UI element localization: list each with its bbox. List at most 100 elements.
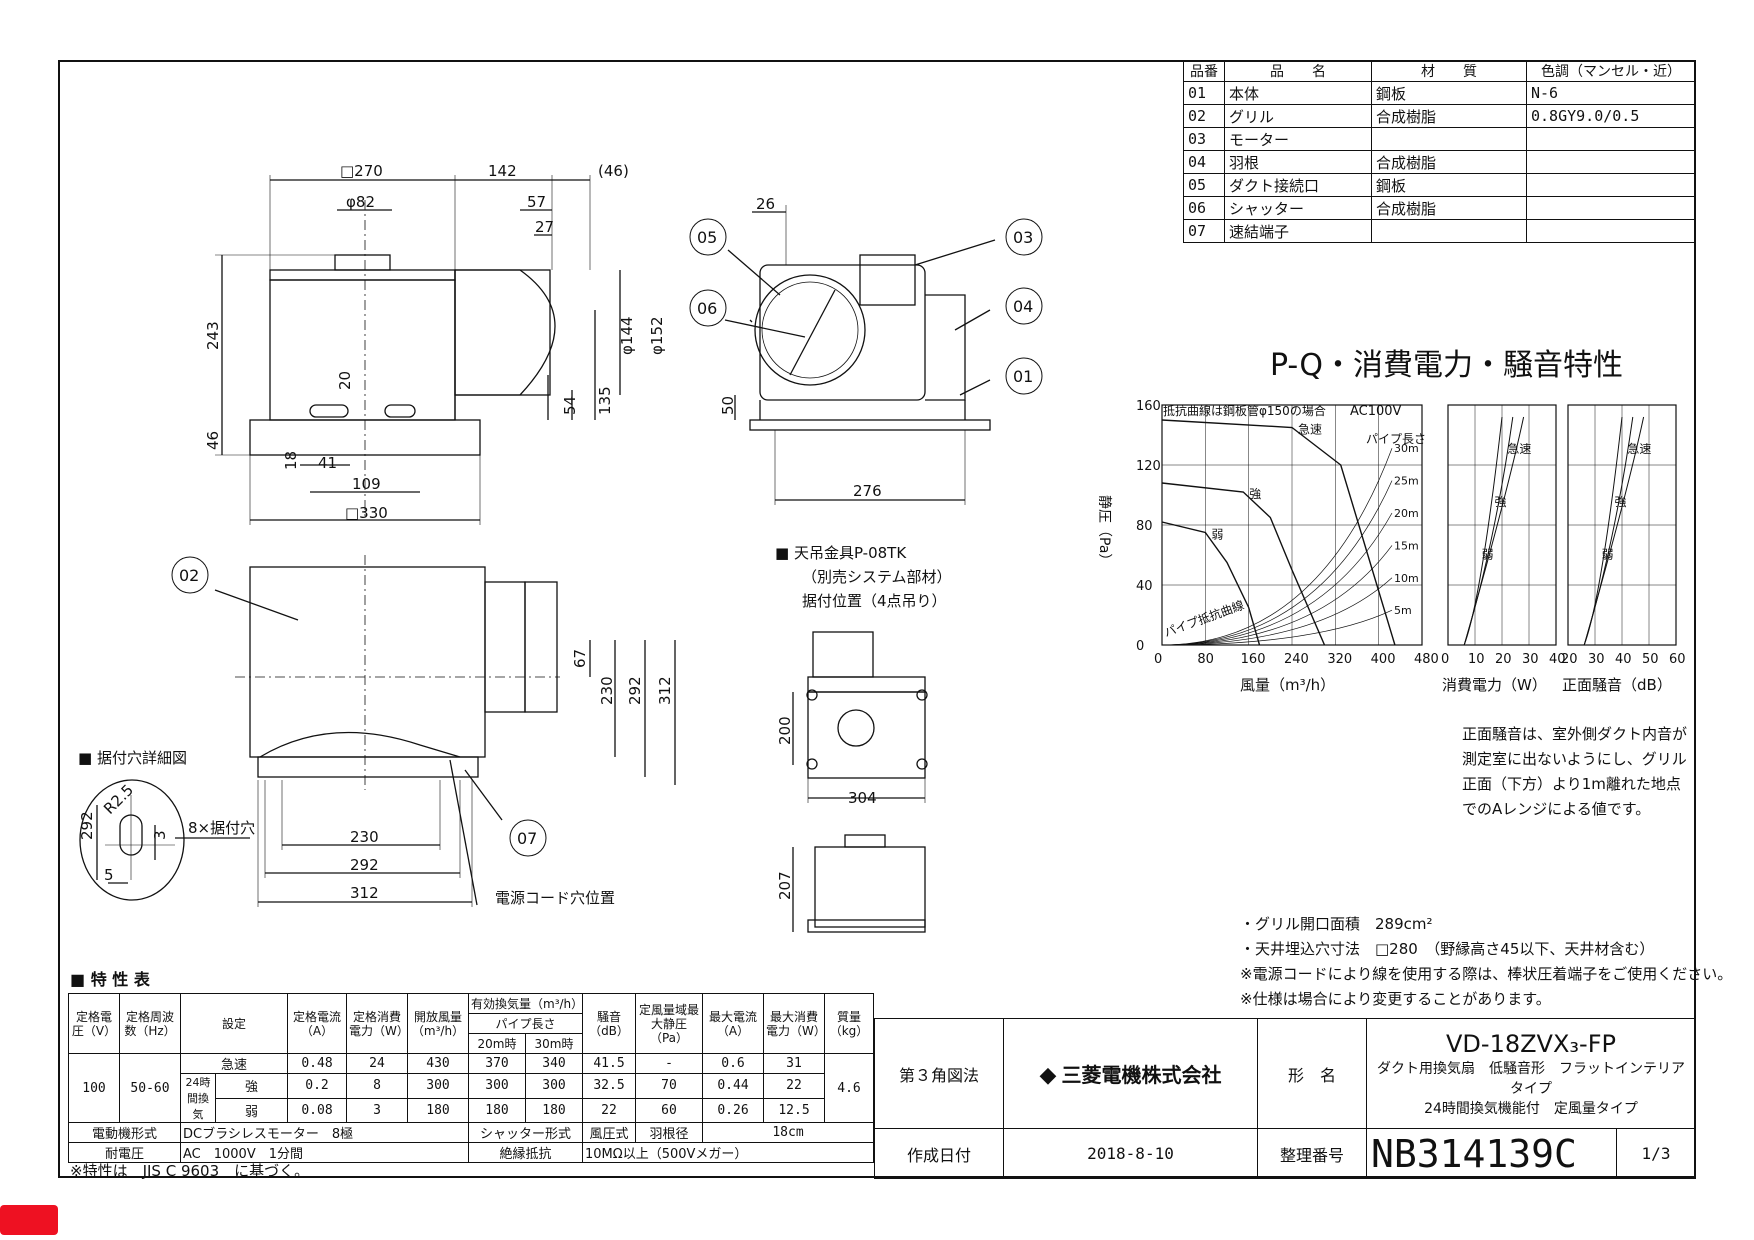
spec-row: 24時間換気 強 0.2 8 300 300 300 32.5 70 0.44 … xyxy=(69,1073,874,1123)
corner-logo-icon xyxy=(0,1205,58,1235)
dim-207: 207 xyxy=(776,871,794,900)
model-desc2: 24時間換気機能付 定風量タイプ xyxy=(1424,1100,1638,1117)
pq-resistance-curve xyxy=(1161,609,1393,646)
dim-292-small: 292 xyxy=(78,811,96,840)
hdr-eff-air: 有効換気量（m³/h） xyxy=(468,993,583,1014)
pq-resistance-curve xyxy=(1161,448,1393,646)
mount-hole-detail-title: ■ 据付穴詳細図 xyxy=(78,749,187,767)
side-view xyxy=(724,205,996,505)
hdr-mass: 質量（kg） xyxy=(824,993,874,1054)
svg-text:06: 06 xyxy=(697,299,717,318)
max-current-value: 0.44 xyxy=(702,1073,764,1099)
small-chart-label: 強 xyxy=(1614,495,1626,509)
spec-row: 弱 0.08 3 180 180 180 22 60 0.26 12.5 xyxy=(69,1097,874,1123)
spec-table: 定格電圧（V） 定格周波数（Hz） 設定 定格電流（A） 定格消費電力（W） 開… xyxy=(68,993,874,1163)
dim-54: 54 xyxy=(561,396,579,415)
spec-footnote: ※特性は JIS C 9603 に基づく。 xyxy=(70,1162,310,1180)
callouts: 05 06 03 04 01 02 07 xyxy=(171,218,1043,857)
freq-value: 50-60 xyxy=(119,1053,181,1123)
page-number: 1/3 xyxy=(1616,1128,1696,1179)
date-label: 作成日付 xyxy=(874,1128,1004,1179)
dim-5: 5 xyxy=(104,866,114,884)
note-line: ・グリル開口面積 289cm² xyxy=(1240,915,1433,933)
chart-subtitle: 抵抗曲線は鋼板管φ150の場合 xyxy=(1163,403,1326,418)
callout-04: 04 xyxy=(1005,287,1043,325)
dim-144: φ144 xyxy=(618,316,636,355)
hdr-setting: 設定 xyxy=(180,993,288,1054)
m20-value: 180 xyxy=(468,1097,526,1123)
company-cell: ◆ 三菱電機株式会社 xyxy=(1003,1018,1258,1129)
small-chart-xtick: 10 xyxy=(1468,652,1485,667)
ylabel: 静圧（Pa） xyxy=(1096,495,1112,567)
small-chart-xtick: 30 xyxy=(1588,652,1605,667)
pq-xtick: 80 xyxy=(1197,652,1214,667)
model-number: VD-18ZVX₃-FP xyxy=(1446,1029,1616,1058)
pq-xlabel: 風量（m³/h） xyxy=(1240,676,1335,694)
callout-07: 07 xyxy=(509,819,547,857)
projection-method: 第３角図法 xyxy=(874,1018,1004,1129)
dim-20: 20 xyxy=(336,371,354,390)
part-color xyxy=(1526,219,1696,243)
part-material: 鋼板 xyxy=(1371,81,1527,105)
part-no: 04 xyxy=(1183,150,1225,174)
motor-value: DCブラシレスモーター 8極 xyxy=(180,1122,469,1143)
dim-292-h: 292 xyxy=(350,856,379,874)
small-chart-xtick: 20 xyxy=(1495,652,1512,667)
doc-number: NB314139C xyxy=(1366,1128,1617,1179)
pq-resistance-label: 30m xyxy=(1394,442,1419,455)
shutter-value: 風圧式 xyxy=(582,1122,636,1143)
pq-resistance-label: 15m xyxy=(1394,539,1419,552)
pq-resistance-label: 5m xyxy=(1394,604,1412,617)
hdr-range-max: 定風量域最大静圧（Pa） xyxy=(635,993,703,1054)
dimension-labels: □270 142 (46) φ82 57 27 243 20 φ144 φ152… xyxy=(78,162,882,902)
dim-18: 18 xyxy=(282,451,300,470)
model-cell: VD-18ZVX₃-FP ダクト用換気扇 低騒音形 フラットインテリアタイプ 2… xyxy=(1366,1018,1696,1129)
dim-r25: R2.5 xyxy=(100,781,137,818)
dim-230-v: 230 xyxy=(598,676,616,705)
small-chart-label: 急速 xyxy=(1507,441,1531,456)
dim-200: 200 xyxy=(776,716,794,745)
callout-05: 05 xyxy=(689,218,727,256)
noise-note-line: 正面騒音は、室外側ダクト内音が xyxy=(1462,725,1688,743)
dim-46: 46 xyxy=(204,431,222,450)
pq-series-label: 弱 xyxy=(1211,528,1223,542)
hdr-max-power: 最大消費電力（W） xyxy=(763,993,826,1054)
note-line: ・天井埋込穴寸法 □280 （野縁高さ45以下、天井材含む） xyxy=(1240,940,1655,958)
dim-50: 50 xyxy=(719,396,737,415)
pq-xtick: 240 xyxy=(1284,652,1309,667)
setting-value: 弱 xyxy=(215,1097,288,1123)
small-chart-xtick: 40 xyxy=(1549,652,1566,667)
parts-header-name: 品 名 xyxy=(1224,60,1372,82)
voltage-value: 100 xyxy=(68,1053,120,1123)
hdr-current: 定格電流（A） xyxy=(287,993,347,1054)
chart-title: P-Q・消費電力・騒音特性 xyxy=(1270,348,1623,383)
pq-ytick: 160 xyxy=(1136,399,1161,414)
chart-power: AC100V xyxy=(1350,404,1402,419)
svg-text:01: 01 xyxy=(1013,367,1033,386)
dim-82: φ82 xyxy=(346,193,375,211)
motor-label: 電動機形式 xyxy=(68,1122,181,1143)
pq-resistance-curve xyxy=(1161,545,1393,646)
dim-330: □330 xyxy=(345,504,388,522)
ylabel-text: 静圧（Pa） xyxy=(1096,495,1112,567)
pq-resistance-label: 20m xyxy=(1394,507,1419,520)
max-power-value: 22 xyxy=(763,1073,825,1099)
callout-03: 03 xyxy=(1005,218,1043,256)
current-value: 0.2 xyxy=(287,1073,347,1099)
general-notes: ・グリル開口面積 289cm² ・天井埋込穴寸法 □280 （野縁高さ45以下、… xyxy=(1240,912,1732,1012)
pq-series-label: 急速 xyxy=(1298,422,1322,437)
svg-text:04: 04 xyxy=(1013,297,1033,316)
hdr-freq: 定格周波数（Hz） xyxy=(119,993,181,1054)
shutter-label: シャッター形式 xyxy=(468,1122,583,1143)
blade-label: 羽根径 xyxy=(635,1122,703,1143)
pq-series-line xyxy=(1161,482,1326,646)
hdr-max-current: 最大電流（A） xyxy=(702,993,764,1054)
dim-67: 67 xyxy=(571,649,589,668)
